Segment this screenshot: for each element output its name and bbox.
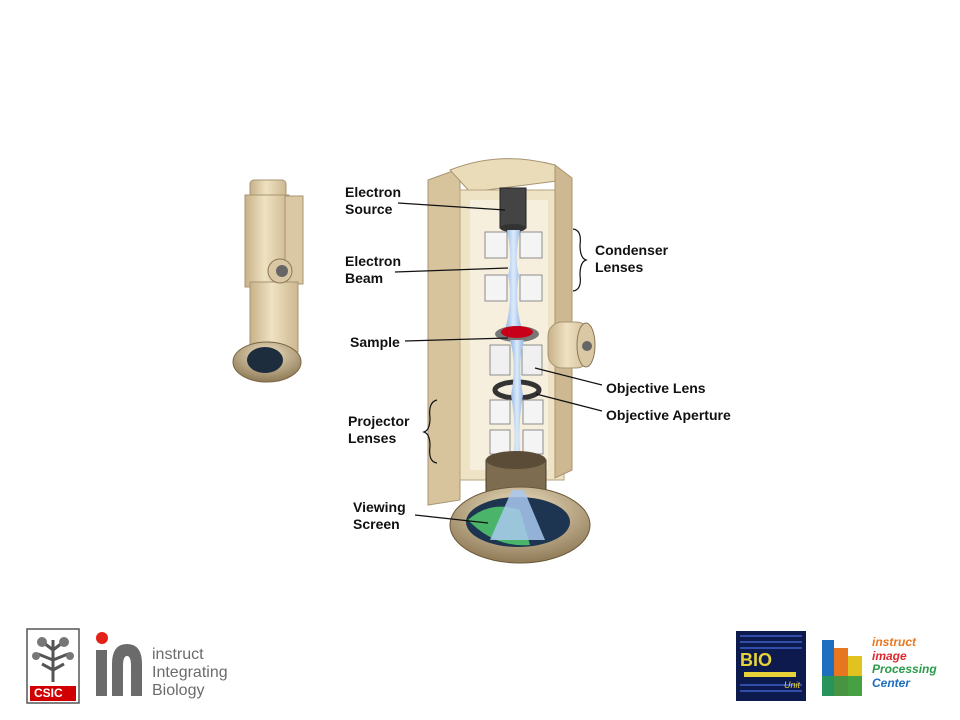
instruct-logo-mark — [96, 632, 142, 696]
bio-logo-text: BIO — [740, 650, 773, 670]
bio-unit-text: Unit — [784, 680, 801, 690]
viewing-screen-label: Viewing Screen — [353, 499, 406, 532]
csic-logo-text: CSIC — [34, 686, 63, 700]
tem-column — [427, 158, 596, 564]
i2pc-logo-text: instruct image Processing Center — [872, 635, 937, 690]
electron-beam-label: Electron Beam — [345, 253, 402, 286]
objective-lens-label: Objective Lens — [606, 380, 706, 396]
sample-label: Sample — [350, 334, 400, 350]
i2pc-logo-mark — [822, 640, 862, 696]
bio-unit-logo — [736, 631, 806, 701]
csic-logo — [26, 628, 80, 704]
leader-lines — [394, 202, 603, 524]
electron-source-label: Electron Source — [345, 184, 402, 217]
objective-aperture-label: Objective Aperture — [606, 407, 731, 423]
instruct-logo-text: instruct Integrating Biology — [152, 646, 228, 699]
projector-lenses-label: Projector Lenses — [348, 413, 410, 446]
small-microscope — [232, 179, 304, 383]
condenser-lenses-label: Condenser Lenses — [595, 242, 669, 275]
